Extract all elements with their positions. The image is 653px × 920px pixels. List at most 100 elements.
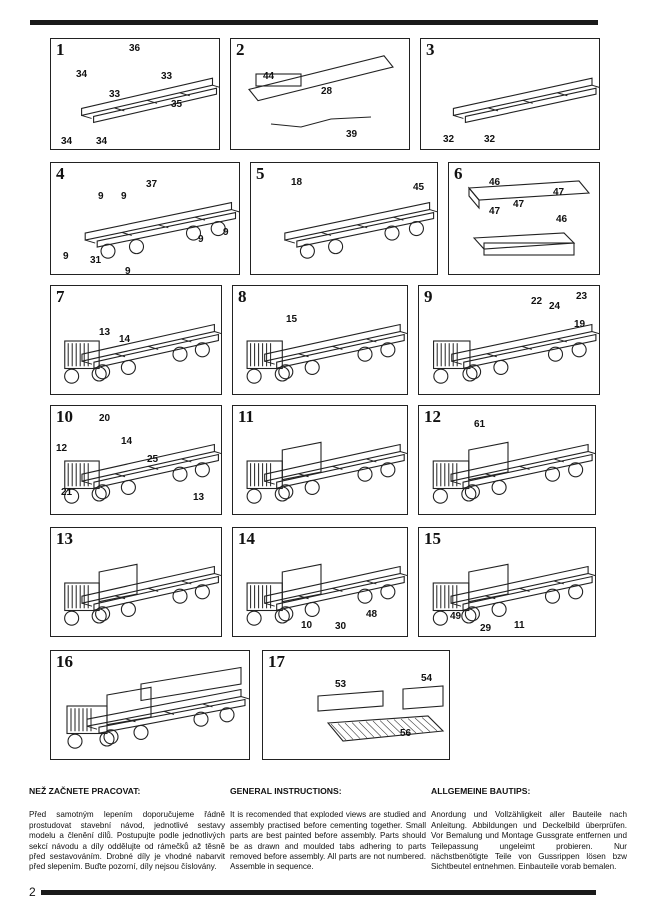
step-number: 5	[256, 164, 265, 183]
part-number-label: 20	[99, 413, 111, 424]
part-number-label: 12	[56, 443, 68, 454]
step-number: 2	[236, 40, 245, 59]
part-number-label: 53	[335, 679, 347, 690]
part-number-label: 32	[443, 134, 455, 145]
part-number-label: 15	[286, 314, 298, 325]
part-number-label: 24	[549, 301, 561, 312]
top-rule	[30, 20, 598, 25]
step-number: 3	[426, 40, 435, 59]
part-number-label: 9	[98, 191, 104, 202]
assembly-drawing	[432, 441, 595, 504]
instructions-english: GENERAL INSTRUCTIONS: It is recomended t…	[230, 786, 426, 873]
assembly-drawing	[248, 55, 394, 128]
part-number-label: 25	[147, 454, 159, 465]
step-panel-17: 17 53 54 56	[262, 650, 450, 760]
part-number-label: 48	[366, 609, 378, 620]
text-english: It is recomended that exploded views are…	[230, 810, 426, 872]
step-panel-3: 3 32 32	[420, 38, 600, 150]
step-number: 17	[268, 652, 285, 671]
assembly-drawing	[433, 323, 599, 384]
instructions-czech: NEŽ ZAČNETE PRACOVAT: Před samotným lepe…	[29, 786, 225, 873]
step-panel-10: 10 20 12 14 25 21 13	[50, 405, 222, 515]
part-number-label: 9	[63, 251, 69, 262]
part-number-label: 9	[125, 266, 131, 275]
part-number-label: 56	[400, 728, 412, 739]
assembly-drawing	[81, 77, 219, 124]
part-number-label: 37	[146, 179, 158, 190]
part-number-label: 22	[531, 296, 543, 307]
part-number-label: 49	[450, 611, 462, 622]
part-number-label: 14	[119, 334, 131, 345]
part-number-label: 44	[263, 71, 275, 82]
part-number-label: 34	[76, 69, 88, 80]
part-number-label: 18	[291, 177, 303, 188]
part-number-label: 61	[474, 419, 486, 430]
assembly-drawing	[284, 201, 437, 259]
part-number-label: 29	[480, 623, 492, 634]
step-panel-14: 14 10 30 48	[232, 527, 408, 637]
part-number-label: 46	[556, 214, 568, 225]
step-number: 7	[56, 287, 65, 306]
assembly-drawing	[84, 201, 239, 259]
assembly-drawing	[432, 563, 595, 626]
assembly-drawing	[64, 443, 221, 504]
step-number: 6	[454, 164, 463, 183]
part-number-label: 45	[413, 182, 425, 193]
part-number-label: 30	[335, 621, 347, 632]
part-number-label: 21	[61, 487, 73, 498]
step-panel-13: 13	[50, 527, 222, 637]
part-number-label: 28	[321, 86, 333, 97]
step-number: 1	[56, 40, 65, 59]
part-number-label: 54	[421, 673, 433, 684]
part-number-label: 47	[513, 199, 525, 210]
part-number-label: 32	[484, 134, 496, 145]
step-panel-6: 6 46 47 47 47 46	[448, 162, 600, 275]
part-number-label: 13	[193, 492, 205, 503]
part-number-label: 33	[161, 71, 173, 82]
assembly-drawing	[317, 685, 445, 742]
part-number-label: 46	[489, 177, 501, 188]
part-number-label: 19	[574, 319, 586, 330]
step-number: 4	[56, 164, 65, 183]
step-number: 13	[56, 529, 73, 548]
step-number: 9	[424, 287, 433, 306]
part-number-label: 35	[171, 99, 183, 110]
part-number-label: 13	[99, 327, 111, 338]
heading-english: GENERAL INSTRUCTIONS:	[230, 786, 342, 796]
assembly-drawing	[246, 563, 407, 626]
page-number: 2	[29, 885, 36, 899]
heading-german: ALLGEMEINE BAUTIPS:	[431, 786, 531, 796]
part-number-label: 11	[514, 620, 525, 631]
part-number-label: 36	[129, 43, 141, 54]
assembly-drawing	[452, 77, 599, 124]
part-number-label: 9	[223, 227, 229, 238]
text-czech: Před samotným lepením doporučujeme řádně…	[29, 810, 225, 872]
part-number-label: 34	[61, 136, 73, 147]
step-panel-11: 11	[232, 405, 408, 515]
step-panel-7: 7 13 14	[50, 285, 222, 395]
part-number-label: 47	[553, 187, 565, 198]
assembly-drawing	[246, 323, 407, 384]
part-number-label: 9	[121, 191, 127, 202]
step-panel-5: 5 18 45	[250, 162, 438, 275]
bottom-rule	[41, 890, 596, 895]
instructions-german: ALLGEMEINE BAUTIPS: Anordung und Vollzäh…	[431, 786, 627, 873]
part-number-label: 14	[121, 436, 133, 447]
step-number: 11	[238, 407, 255, 426]
part-number-label: 39	[346, 129, 358, 140]
heading-czech: NEŽ ZAČNETE PRACOVAT:	[29, 786, 141, 796]
assembly-drawing	[64, 563, 221, 626]
part-number-label: 47	[489, 206, 501, 217]
assembly-drawing	[66, 666, 249, 749]
text-german: Anordung und Vollzähligkeit aller Bautei…	[431, 810, 627, 872]
assembly-drawing	[246, 441, 407, 504]
step-number: 10	[56, 407, 73, 426]
part-number-label: 34	[96, 136, 108, 147]
step-number: 14	[238, 529, 255, 548]
part-number-label: 10	[301, 620, 313, 631]
